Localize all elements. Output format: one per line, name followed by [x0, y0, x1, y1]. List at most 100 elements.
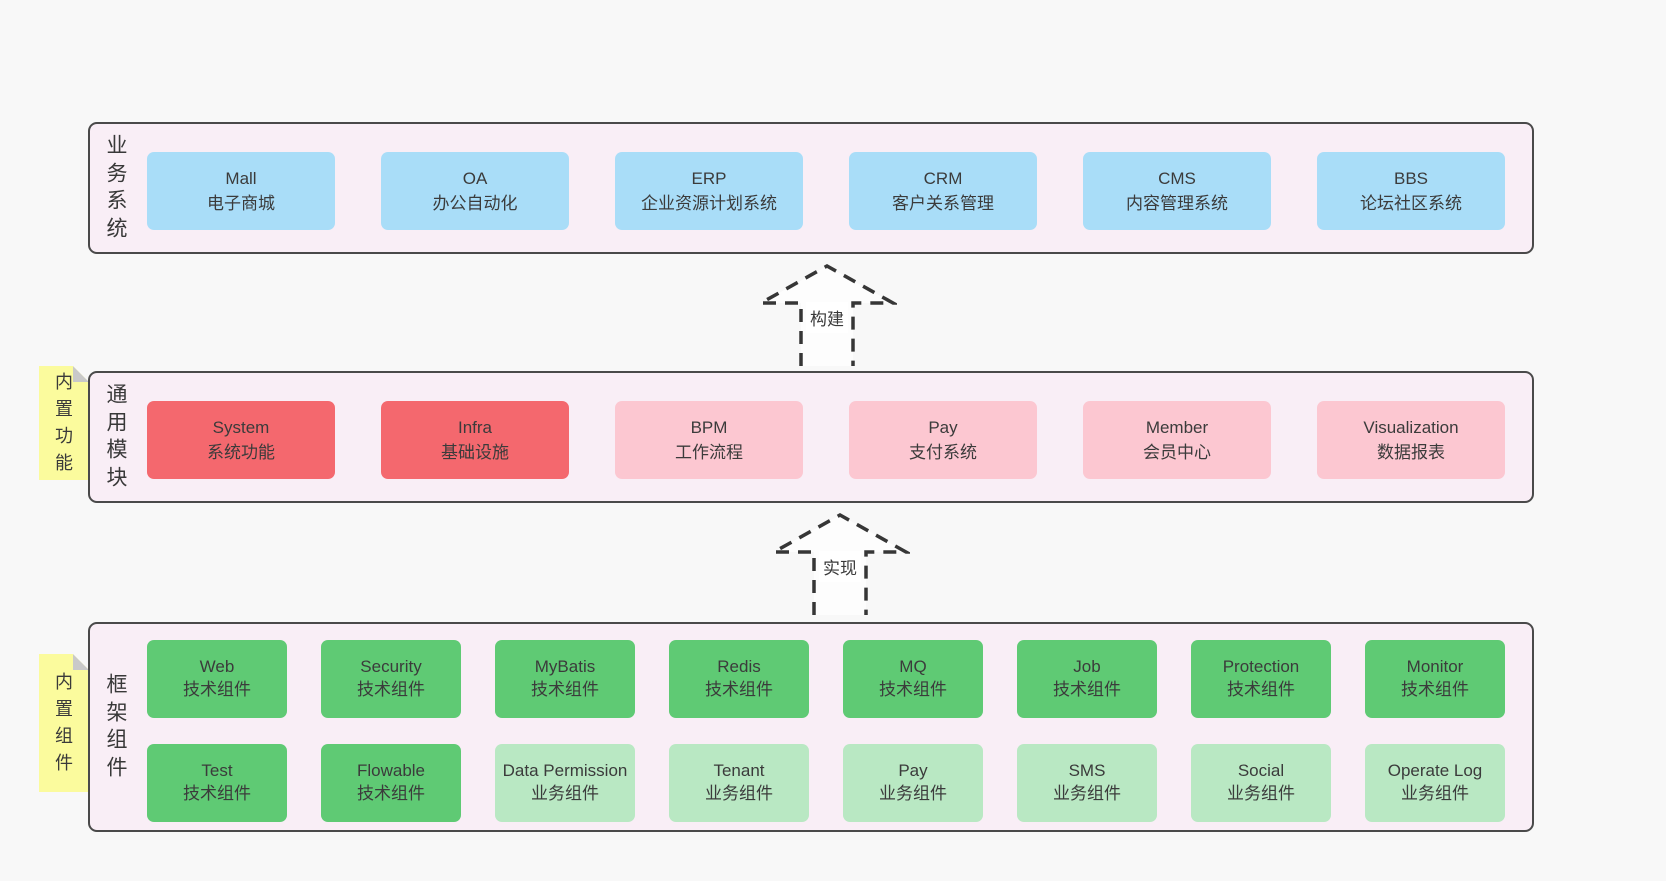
box-subtitle: 系统功能 [207, 443, 275, 462]
band-business-systems: 业务系统 Mall 电子商城 OA 办公自动化 ERP 企业资源计划系统 CRM… [88, 122, 1534, 254]
box-subtitle: 技术组件 [183, 680, 251, 699]
box-subtitle: 技术组件 [357, 680, 425, 699]
box-subtitle: 企业资源计划系统 [641, 194, 777, 213]
box-data-permission: Data Permission 业务组件 [495, 744, 635, 822]
box-subtitle: 技术组件 [531, 680, 599, 699]
box-web: Web 技术组件 [147, 640, 287, 718]
box-title: Infra [457, 417, 493, 437]
box-title: ERP [691, 168, 727, 188]
box-subtitle: 电子商城 [207, 194, 275, 213]
sticky-built-in-features: 内置功能 [39, 366, 89, 480]
box-subtitle: 业务组件 [1053, 784, 1121, 803]
box-job: Job 技术组件 [1017, 640, 1157, 718]
band-label-common-modules: 通用模块 [106, 383, 128, 490]
box-subtitle: 技术组件 [183, 784, 251, 803]
box-title: CMS [1158, 168, 1196, 188]
box-system: System 系统功能 [147, 401, 335, 479]
box-subtitle: 技术组件 [879, 680, 947, 699]
box-tenant: Tenant 业务组件 [669, 744, 809, 822]
box-title: Test [201, 761, 233, 781]
box-mq: MQ 技术组件 [843, 640, 983, 718]
band-label-business-systems: 业务系统 [106, 134, 128, 241]
box-member: Member 会员中心 [1083, 401, 1271, 479]
box-title: MyBatis [534, 657, 596, 677]
box-subtitle: 业务组件 [1401, 784, 1469, 803]
box-social: Social 业务组件 [1191, 744, 1331, 822]
box-oa: OA 办公自动化 [381, 152, 569, 230]
box-title: BBS [1393, 168, 1429, 188]
box-subtitle: 客户关系管理 [892, 194, 994, 213]
box-erp: ERP 企业资源计划系统 [615, 152, 803, 230]
box-flowable: Flowable 技术组件 [321, 744, 461, 822]
box-mybatis: MyBatis 技术组件 [495, 640, 635, 718]
business-box-row: Mall 电子商城 OA 办公自动化 ERP 企业资源计划系统 CRM 客户关系… [147, 152, 1505, 230]
box-title: Web [199, 657, 235, 677]
box-subtitle: 业务组件 [1227, 784, 1295, 803]
band-common-modules: 通用模块 System 系统功能 Infra 基础设施 BPM 工作流程 Pay… [88, 371, 1534, 503]
box-subtitle: 业务组件 [879, 784, 947, 803]
box-subtitle: 工作流程 [675, 443, 743, 462]
box-title: Pay [898, 761, 928, 781]
box-subtitle: 论坛社区系统 [1360, 194, 1462, 213]
box-subtitle: 数据报表 [1377, 443, 1445, 462]
box-subtitle: 内容管理系统 [1126, 194, 1228, 213]
box-subtitle: 办公自动化 [432, 194, 518, 213]
modules-box-row: System 系统功能 Infra 基础设施 BPM 工作流程 Pay 支付系统… [147, 401, 1505, 479]
box-title: Job [1073, 657, 1101, 677]
sticky-label: 内置功能 [55, 372, 73, 473]
box-title: Operate Log [1387, 761, 1483, 781]
box-title: Tenant [713, 761, 765, 781]
box-title: Monitor [1406, 657, 1464, 677]
arrow-build: 构建 [757, 258, 897, 368]
box-title: Visualization [1363, 417, 1459, 437]
box-title: Mall [225, 168, 257, 188]
box-title: Pay [928, 417, 958, 437]
box-title: SMS [1068, 761, 1106, 781]
box-title: Member [1145, 417, 1209, 437]
arrow-implement: 实现 [770, 507, 910, 617]
box-subtitle: 技术组件 [705, 680, 773, 699]
box-redis: Redis 技术组件 [669, 640, 809, 718]
arrow-implement-label: 实现 [819, 551, 861, 582]
box-monitor: Monitor 技术组件 [1365, 640, 1505, 718]
box-protection: Protection 技术组件 [1191, 640, 1331, 718]
box-cms: CMS 内容管理系统 [1083, 152, 1271, 230]
box-test: Test 技术组件 [147, 744, 287, 822]
box-title: Redis [717, 657, 761, 677]
box-subtitle: 支付系统 [909, 443, 977, 462]
band-framework-components: 框架组件 Web 技术组件 Security 技术组件 MyBatis 技术组件… [88, 622, 1534, 832]
box-subtitle: 业务组件 [705, 784, 773, 803]
box-title: MQ [899, 657, 927, 677]
box-infra: Infra 基础设施 [381, 401, 569, 479]
box-subtitle: 技术组件 [1053, 680, 1121, 699]
box-subtitle: 基础设施 [441, 443, 509, 462]
box-title: Data Permission [502, 761, 628, 781]
box-title: Protection [1222, 657, 1300, 677]
box-subtitle: 技术组件 [1401, 680, 1469, 699]
sticky-built-in-components: 内置组件 [39, 654, 89, 792]
box-subtitle: 会员中心 [1143, 443, 1211, 462]
box-pay-business: Pay 业务组件 [843, 744, 983, 822]
box-crm: CRM 客户关系管理 [849, 152, 1037, 230]
framework-row-2: Test 技术组件 Flowable 技术组件 Data Permission … [147, 744, 1505, 822]
box-title: CRM [923, 168, 963, 188]
box-subtitle: 技术组件 [1227, 680, 1295, 699]
folded-corner-icon [73, 654, 89, 670]
arrow-build-label: 构建 [806, 302, 848, 333]
band-label-framework-components: 框架组件 [106, 673, 128, 780]
box-bbs: BBS 论坛社区系统 [1317, 152, 1505, 230]
box-title: System [212, 417, 270, 437]
sticky-label: 内置组件 [55, 672, 73, 773]
box-sms: SMS 业务组件 [1017, 744, 1157, 822]
box-security: Security 技术组件 [321, 640, 461, 718]
box-title: Security [360, 657, 422, 677]
box-pay: Pay 支付系统 [849, 401, 1037, 479]
box-title: Social [1237, 761, 1285, 781]
folded-corner-icon [73, 366, 89, 382]
box-title: OA [462, 168, 488, 188]
box-mall: Mall 电子商城 [147, 152, 335, 230]
box-title: Flowable [356, 761, 426, 781]
box-operate-log: Operate Log 业务组件 [1365, 744, 1505, 822]
box-visualization: Visualization 数据报表 [1317, 401, 1505, 479]
